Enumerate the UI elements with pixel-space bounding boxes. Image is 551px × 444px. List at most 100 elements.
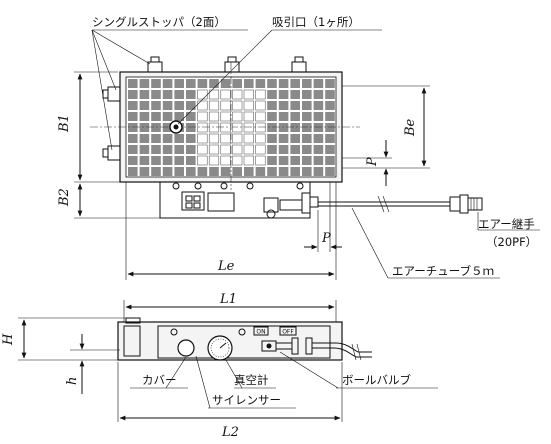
grid-cell xyxy=(174,90,184,99)
grid-cell xyxy=(208,133,220,144)
grid-cell xyxy=(290,79,300,88)
grid-cell xyxy=(174,145,184,154)
dim-p-horizontal: P xyxy=(321,231,331,246)
grid-cell xyxy=(128,90,138,99)
grid-cell xyxy=(128,167,138,176)
grid-cell xyxy=(290,167,300,176)
front-view: ON OFF xyxy=(18,300,372,422)
grid-cell xyxy=(151,167,161,176)
grid-cell xyxy=(220,89,231,100)
grid-cell xyxy=(174,112,184,121)
grid-cell xyxy=(174,156,184,165)
grid-cell xyxy=(313,90,324,99)
grid-cell xyxy=(302,145,312,154)
grid-cell xyxy=(313,112,324,121)
grid-cell xyxy=(197,79,208,88)
grid-cell xyxy=(197,133,208,144)
grid-cell xyxy=(197,144,208,155)
grid-cell xyxy=(232,144,243,155)
grid-cell xyxy=(290,101,300,110)
grid-cell xyxy=(174,167,184,176)
grid-cell xyxy=(313,79,324,88)
grid-cell xyxy=(197,155,208,166)
grid-cell xyxy=(174,101,184,110)
stopper-left-group xyxy=(102,86,121,161)
grid-cell xyxy=(243,89,254,100)
grid-cell xyxy=(139,134,150,143)
grid-cell xyxy=(255,144,266,155)
grid-cell xyxy=(186,145,196,154)
grid-cell xyxy=(209,167,219,176)
grid-cell xyxy=(267,90,277,99)
grid-cell xyxy=(186,167,196,176)
grid-cell xyxy=(208,89,220,100)
grid-cell xyxy=(243,144,254,155)
grid-cell xyxy=(139,112,150,121)
grid-cell xyxy=(313,134,324,143)
grid-cell xyxy=(139,156,150,165)
grid-cell xyxy=(220,122,231,133)
dim-h-upper: H xyxy=(1,333,16,346)
grid-cell xyxy=(220,100,231,111)
grid-cell xyxy=(139,90,150,99)
grid-cell xyxy=(255,79,266,88)
grid-cell xyxy=(186,134,196,143)
grid-cell xyxy=(313,101,324,110)
grid-cell xyxy=(128,101,138,110)
stopper-top-group xyxy=(147,56,307,73)
grid-cell xyxy=(302,112,312,121)
grid-cell xyxy=(267,145,277,154)
grid-cell xyxy=(151,79,161,88)
grid-cell xyxy=(290,112,300,121)
grid-cell xyxy=(151,156,161,165)
grid-cell xyxy=(162,90,173,99)
grid-cell xyxy=(128,112,138,121)
grid-cell xyxy=(197,100,208,111)
grid-cell xyxy=(151,101,161,110)
grid-cell xyxy=(197,122,208,133)
dim-h-lower: h xyxy=(65,377,80,385)
grid-cell xyxy=(220,155,231,166)
grid-cell xyxy=(243,100,254,111)
grid-cell xyxy=(290,90,300,99)
dim-b1: B1 xyxy=(57,114,72,133)
grid-cell xyxy=(220,79,231,88)
grid-cell xyxy=(208,144,220,155)
grid-cell xyxy=(244,79,254,88)
grid-cell xyxy=(162,123,173,132)
grid-cell xyxy=(278,90,289,99)
grid-cell xyxy=(151,112,161,121)
grid-cell xyxy=(278,156,289,165)
dim-b2: B2 xyxy=(57,188,72,207)
grid-cell xyxy=(278,101,289,110)
silencer-label: サイレンサー xyxy=(212,393,281,407)
grid-cell xyxy=(313,123,324,132)
grid-cell xyxy=(325,134,335,143)
off-indicator xyxy=(279,326,297,336)
grid-cell xyxy=(162,134,173,143)
grid-cell xyxy=(197,89,208,100)
grid-cell xyxy=(139,167,150,176)
grid-cell xyxy=(278,134,289,143)
cover-label: カバー xyxy=(142,373,177,387)
grid-cell xyxy=(267,101,277,110)
grid-cell xyxy=(186,123,196,132)
grid-cell xyxy=(302,123,312,132)
off-label: OFF xyxy=(282,329,294,336)
grid-cell xyxy=(290,134,300,143)
grid-cell xyxy=(162,112,173,121)
grid-cell xyxy=(220,167,231,176)
grid-cell xyxy=(290,156,300,165)
grid-cell xyxy=(255,155,266,166)
grid-cell xyxy=(186,90,196,99)
grid-cell xyxy=(255,100,266,111)
grid-cell xyxy=(128,123,138,132)
grid-cell xyxy=(313,145,324,154)
grid-cell xyxy=(290,123,300,132)
grid-cell xyxy=(325,101,335,110)
grid-cell xyxy=(243,111,254,122)
grid-cell xyxy=(232,155,243,166)
grid-cell xyxy=(151,145,161,154)
grid-cell xyxy=(290,145,300,154)
grid-cell xyxy=(325,167,335,176)
